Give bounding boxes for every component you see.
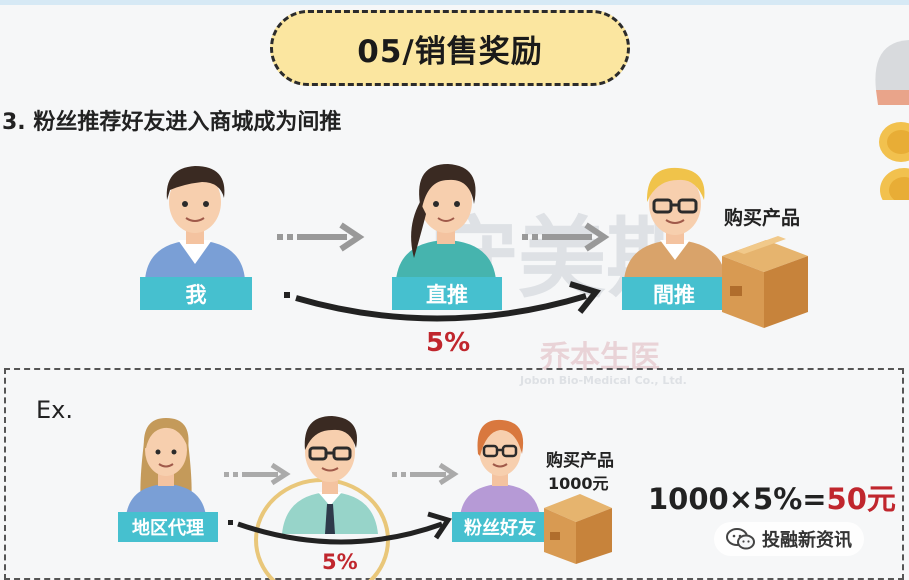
title-pill: 05/销售奖励 — [270, 10, 630, 86]
watermark-company-en: Jobon Bio-Medical Co., Ltd. — [520, 374, 687, 387]
formula: 1000×5%=50元 — [648, 476, 896, 518]
label-indirect: 間推 — [622, 277, 726, 310]
label-me: 我 — [140, 277, 252, 310]
example-heading: Ex. — [36, 396, 73, 424]
person-me-icon — [145, 166, 245, 280]
top-percent: 5% — [426, 328, 471, 358]
label-friend: 粉丝好友 — [452, 512, 548, 542]
arrow-direct-to-indirect — [522, 222, 610, 252]
box-icon-small — [544, 494, 612, 564]
label-direct: 直推 — [392, 277, 502, 310]
person-direct-icon — [396, 164, 496, 280]
example-box — [4, 368, 904, 580]
page-title: 05/销售奖励 — [357, 33, 543, 70]
top-purchase-label: 购买产品 — [724, 207, 801, 229]
coin-icon — [875, 40, 909, 200]
curved-arrow-top — [284, 281, 602, 322]
curved-arrow-example — [228, 511, 452, 545]
example-purchase-label: 购买产品 — [546, 451, 614, 471]
wechat-icon — [726, 528, 755, 550]
label-agent: 地区代理 — [118, 512, 218, 542]
arrow-me-to-direct — [277, 222, 365, 252]
person-indirect-icon — [624, 167, 726, 280]
person-friend-icon — [460, 419, 540, 516]
formula-result: 50元 — [826, 482, 896, 516]
source-badge: 投融新资讯 — [714, 522, 864, 556]
top-bar — [0, 0, 909, 5]
source-badge-text: 投融新资讯 — [762, 530, 852, 551]
person-middle-icon — [282, 416, 378, 534]
example-percent: 5% — [322, 550, 358, 574]
box-icon — [722, 236, 808, 328]
formula-prefix: 1000×5%= — [648, 482, 827, 516]
subtitle: 3. 粉丝推荐好友进入商城成为间推 — [2, 110, 342, 135]
arrow-agent-to-middle — [224, 462, 291, 486]
person-agent-icon — [126, 418, 206, 516]
arrow-middle-to-friend — [392, 462, 459, 486]
example-amount: 1000元 — [548, 474, 609, 493]
